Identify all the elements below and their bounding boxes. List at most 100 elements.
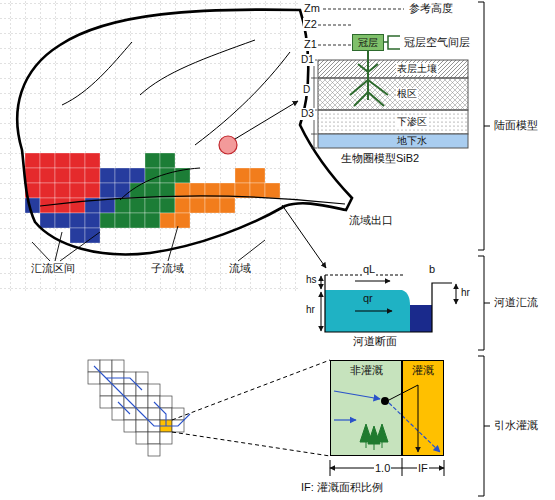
basin-cell xyxy=(175,198,190,213)
zoom-lines xyxy=(172,360,330,456)
network-cell xyxy=(148,408,160,420)
basin-cell xyxy=(250,168,265,183)
main-river xyxy=(40,196,345,206)
basin-cell xyxy=(250,183,265,198)
network-cell xyxy=(136,372,148,384)
network-cell xyxy=(148,444,160,456)
basin-cell xyxy=(100,183,115,198)
basin-cell xyxy=(100,213,115,228)
groundwater-band: 地下水 xyxy=(318,134,468,148)
map-label: 流域 xyxy=(228,262,252,275)
basin-cell xyxy=(55,183,70,198)
basin-cell xyxy=(115,168,130,183)
basin-cell xyxy=(70,228,85,243)
basin-cell xyxy=(160,213,175,228)
height-symbol: Zm xyxy=(303,2,321,15)
basin-cell xyxy=(85,168,100,183)
sample-cell-circle xyxy=(219,136,237,154)
basin-cell xyxy=(145,153,160,168)
map-label: 子流域 xyxy=(150,262,185,275)
basin-cell xyxy=(25,153,40,168)
inflow-arrow xyxy=(334,419,356,420)
depth-scale xyxy=(311,60,317,148)
model-caption: 生物圈模型SiB2 xyxy=(340,152,420,165)
height-symbol: Z1 xyxy=(303,38,318,51)
basin-cell xyxy=(100,168,115,183)
basin-cell xyxy=(85,153,100,168)
basin-cell xyxy=(235,183,250,198)
basin-cell xyxy=(40,213,55,228)
basin-cell xyxy=(235,168,250,183)
basin-cell xyxy=(130,198,145,213)
non-irrigated-fill xyxy=(330,360,402,456)
network-cell xyxy=(124,420,136,432)
canopy-box: 冠层 xyxy=(352,34,384,51)
basin-cell xyxy=(70,153,85,168)
flow-lines xyxy=(94,366,190,426)
dimension-ticks xyxy=(330,458,444,476)
basin-cell xyxy=(130,168,145,183)
depth-symbol: hs xyxy=(305,274,318,286)
basin-cell xyxy=(145,183,160,198)
tributaries xyxy=(62,40,290,200)
depth-symbol: D1 xyxy=(300,54,315,66)
irrigated-fill xyxy=(402,360,444,456)
depth-symbol: hr xyxy=(305,304,316,316)
depth-dimension xyxy=(456,284,457,304)
non-irrigated-area: 非灌溉 xyxy=(330,360,402,456)
basin-cell xyxy=(70,168,85,183)
network-cell xyxy=(100,396,112,408)
basin-cell xyxy=(70,198,85,213)
basin-cell xyxy=(40,168,55,183)
height-lines xyxy=(318,25,352,45)
flow-arrow xyxy=(355,311,392,312)
map-grid xyxy=(0,0,300,292)
zoom-arrow xyxy=(282,205,326,268)
irrigated-area: 灌溉 xyxy=(402,360,444,456)
dimension-value: IF xyxy=(417,462,429,475)
trees xyxy=(360,424,388,450)
flow-symbol: qr xyxy=(362,292,374,305)
trunk-roots xyxy=(350,51,388,106)
lateral-inflow-arrow xyxy=(355,281,390,282)
water-body xyxy=(325,290,410,332)
depth-symbol: hr xyxy=(460,287,471,299)
groundwater-band xyxy=(318,134,468,148)
basin-cell xyxy=(145,198,160,213)
network-cell xyxy=(124,384,136,396)
basin-cell xyxy=(220,198,235,213)
reference-height-label: 参考高度 xyxy=(408,2,454,15)
dimension-value: 1.0 xyxy=(374,462,391,475)
width-symbol: b xyxy=(428,263,436,276)
network-cell xyxy=(148,432,160,444)
bracket xyxy=(478,356,490,496)
network-cell xyxy=(100,360,112,372)
node-text: 非灌溉 xyxy=(349,364,384,377)
soil-band xyxy=(318,110,468,134)
basin-cell xyxy=(85,213,100,228)
inflow-arrow xyxy=(334,391,380,399)
network-cell xyxy=(136,396,148,408)
network-cell xyxy=(172,408,184,420)
basin-cell xyxy=(40,183,55,198)
flow-symbol: qL xyxy=(362,263,376,276)
network-cell xyxy=(100,384,112,396)
node-text: 根区 xyxy=(396,88,418,100)
legend-note: IF: 灌溉面积比例 xyxy=(300,481,384,494)
basin-cell xyxy=(55,153,70,168)
section-label: 陆面模型 xyxy=(493,119,539,132)
basin-cell xyxy=(55,213,70,228)
depth-symbol: D xyxy=(302,84,311,96)
canopy-air-label: 冠层空气间层 xyxy=(403,36,471,49)
soil-layer-band: 根区 xyxy=(318,78,468,110)
network-cell xyxy=(136,432,148,444)
basin-cell xyxy=(40,153,55,168)
network-cell xyxy=(112,408,124,420)
basin-cell xyxy=(160,153,175,168)
basin-cell xyxy=(160,198,175,213)
leader-lines xyxy=(32,226,265,261)
depth-dimension xyxy=(321,292,322,331)
section-label: 河道汇流 xyxy=(493,296,539,309)
